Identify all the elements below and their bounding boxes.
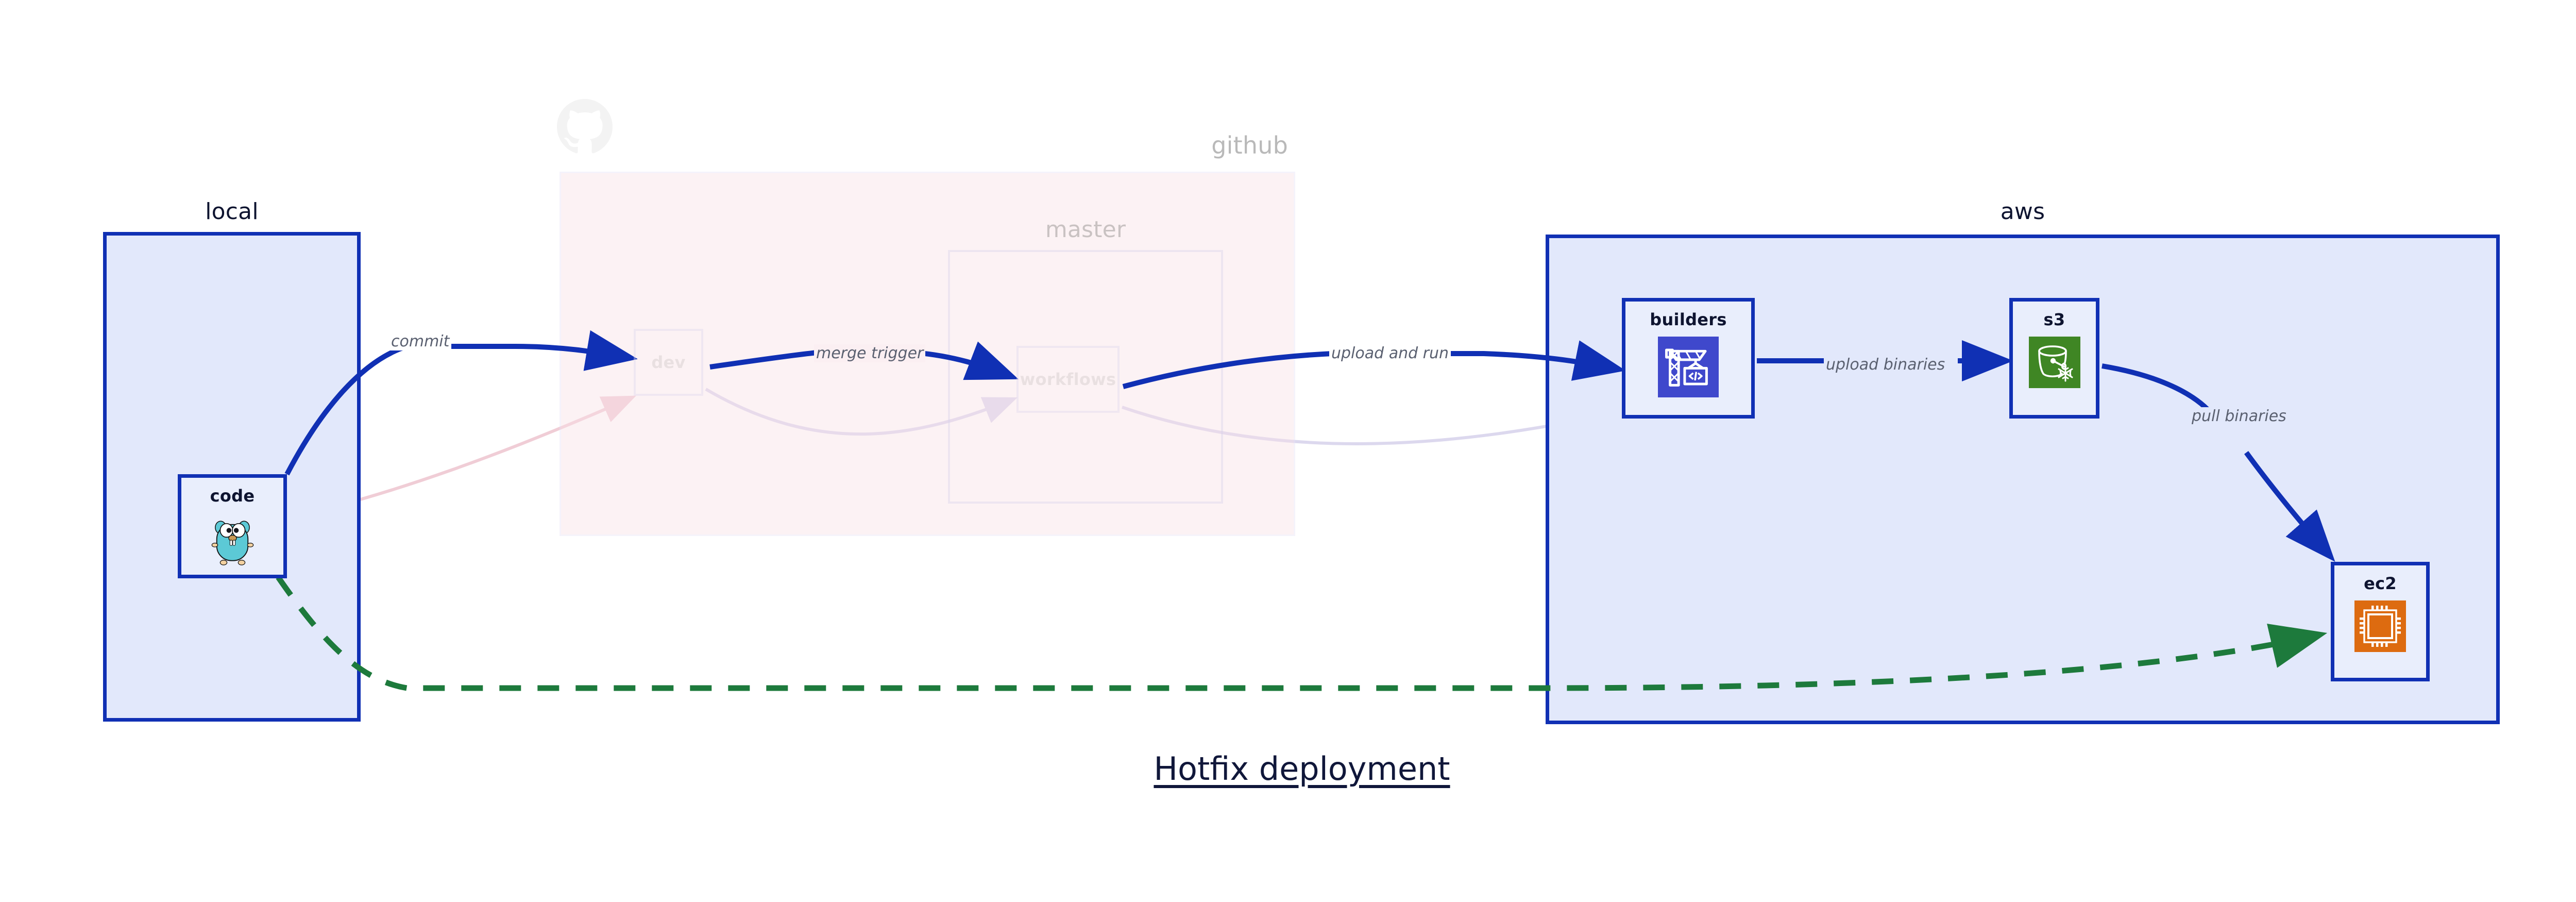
edge-label-pull-binaries: pull binaries: [2190, 407, 2289, 425]
node-builders[interactable]: builders: [1622, 298, 1755, 419]
node-workflows[interactable]: workflows: [1016, 346, 1120, 413]
edge-label-commit: commit: [389, 332, 452, 350]
github-octocat-icon: [557, 99, 613, 154]
node-s3-label: s3: [2043, 310, 2065, 329]
node-ec2-label: ec2: [2364, 574, 2397, 593]
edge-label-upload-and-run: upload and run: [1329, 344, 1451, 362]
edge-pull-binaries: [2102, 363, 2330, 556]
group-label-github: github: [1211, 131, 1288, 159]
aws-ec2-chip-icon: [2354, 600, 2406, 652]
edge-label-merge-trigger: merge trigger: [814, 344, 926, 362]
edge-commit: [284, 330, 638, 476]
node-dev-label: dev: [651, 353, 686, 372]
aws-s3-glacier-icon: [2028, 337, 2080, 388]
node-ec2[interactable]: ec2: [2331, 562, 2430, 681]
edge-upload-and-run: [1122, 340, 1626, 389]
faded-edge-dev-to-workflows: [705, 388, 1018, 436]
node-workflows-label: workflows: [1020, 370, 1116, 389]
group-label-master: master: [1045, 216, 1126, 243]
group-master: [948, 250, 1223, 504]
node-dev[interactable]: dev: [634, 329, 703, 396]
node-s3[interactable]: s3: [2009, 298, 2099, 419]
node-code[interactable]: code: [178, 474, 287, 578]
diagram-title: Hotfix deployment: [1154, 750, 1450, 788]
group-label-aws: aws: [2000, 198, 2045, 225]
node-code-label: code: [210, 486, 255, 506]
go-gopher-icon: [211, 521, 254, 565]
edge-label-upload-binaries: upload binaries: [1824, 356, 1947, 374]
edge-hotfix-dashed: [276, 575, 2328, 691]
aws-codebuild-icon: [1658, 337, 1719, 397]
node-builders-label: builders: [1650, 310, 1727, 329]
group-label-local: local: [205, 198, 259, 225]
